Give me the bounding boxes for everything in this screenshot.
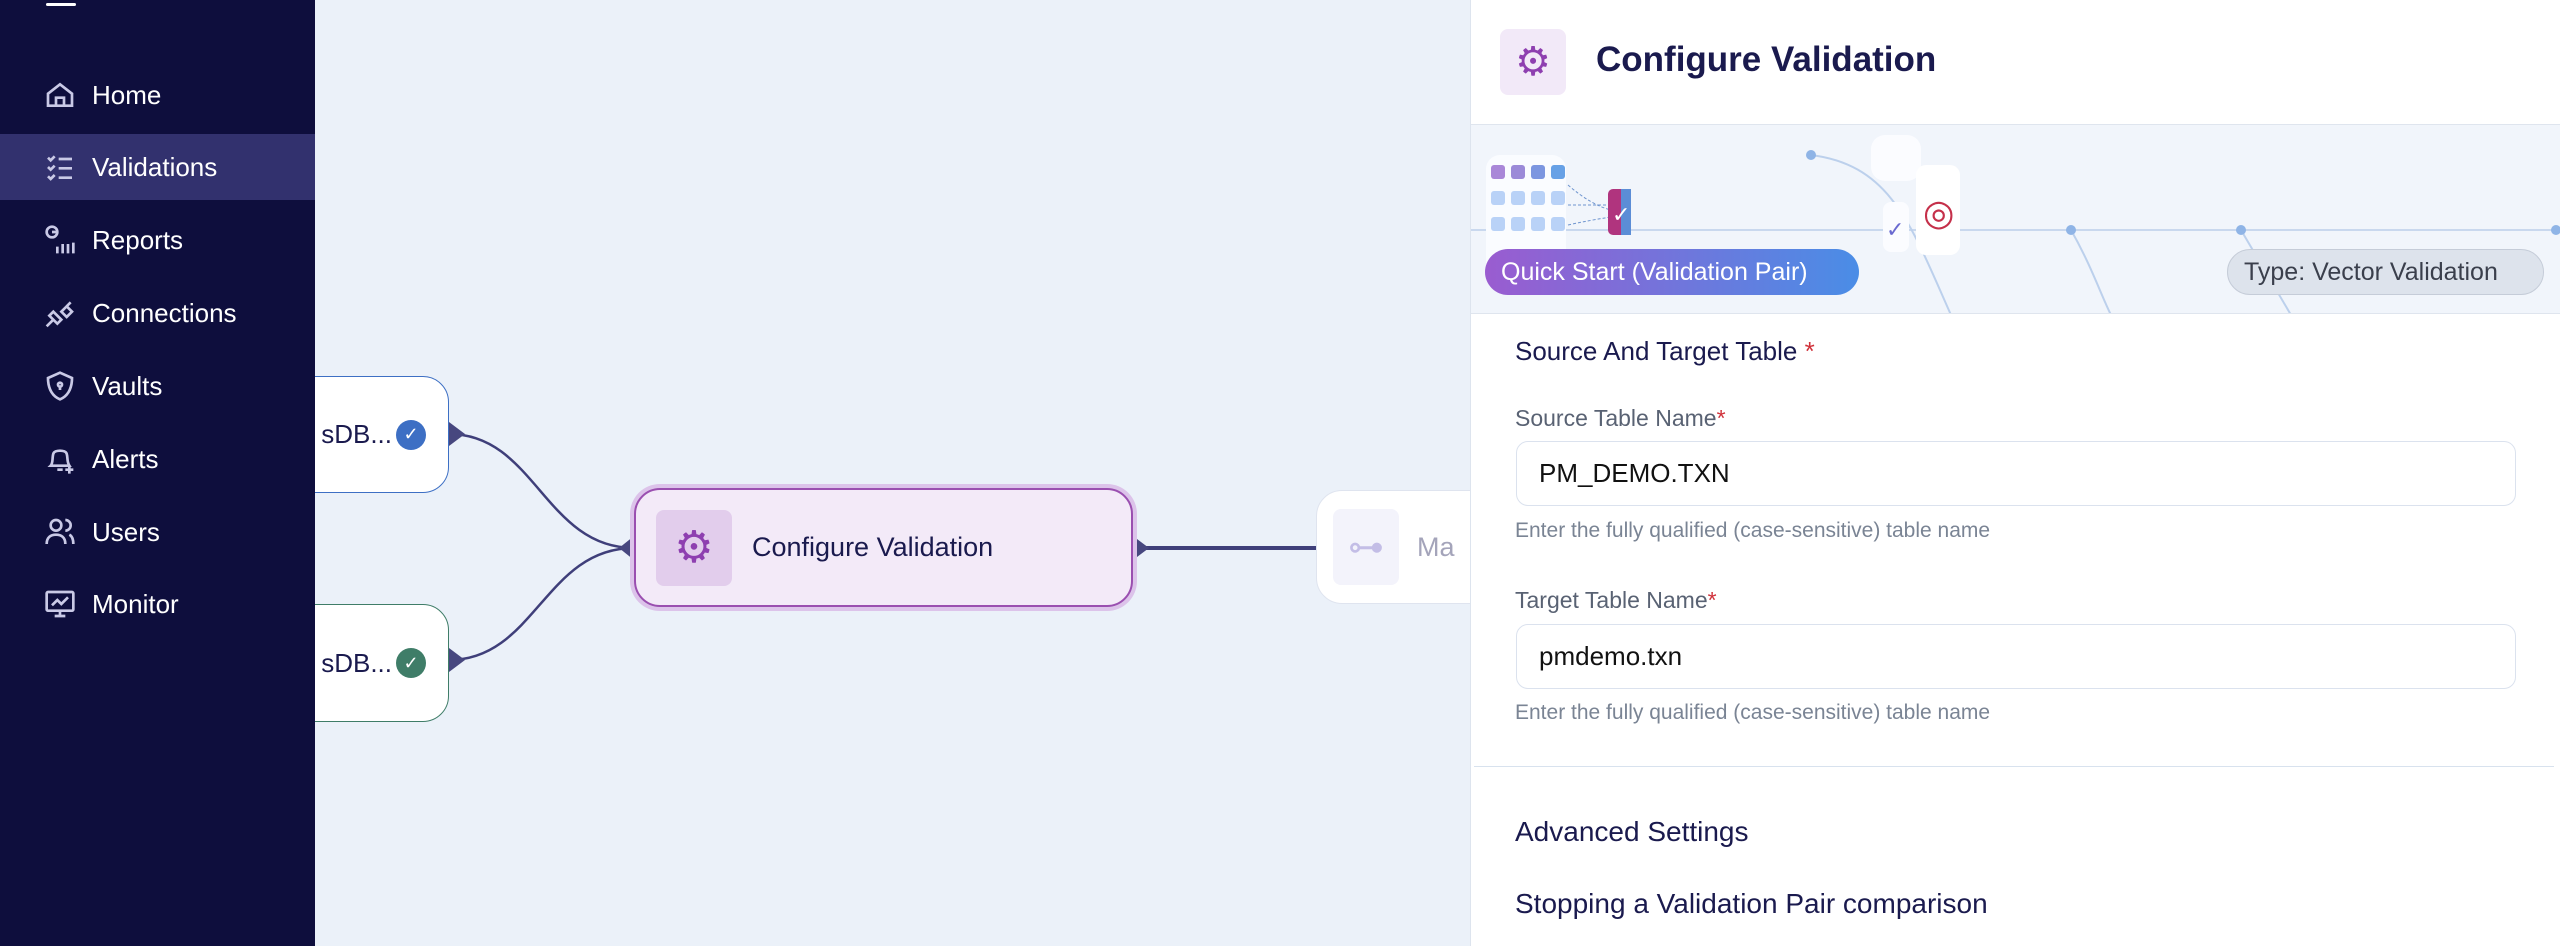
svg-text:✓: ✓: [1886, 217, 1904, 242]
flow-canvas[interactable]: sDB... ✓ sDB... ✓ ⚙ Configure Validation…: [315, 0, 1470, 946]
sidebar-item-validations[interactable]: Validations: [0, 134, 315, 200]
type-badge: Type: Vector Validation: [2227, 249, 2544, 295]
sidebar-item-reports[interactable]: Reports: [0, 207, 315, 273]
source-table-input[interactable]: [1516, 441, 2516, 506]
home-icon: [46, 82, 74, 107]
bell-plus-icon: [47, 449, 74, 474]
configure-validation-node[interactable]: ⚙ Configure Validation: [634, 488, 1133, 607]
sidebar-item-label: Validations: [92, 151, 218, 182]
edge-source: [448, 432, 635, 550]
node-label: sDB...: [321, 419, 392, 449]
target-table-label: Target Table Name*: [1515, 587, 1717, 613]
node-label: Configure Validation: [752, 532, 994, 562]
menu-icon[interactable]: [46, 0, 76, 12]
sidebar-item-label: Home: [92, 79, 162, 110]
stopping-comparison-toggle[interactable]: Stopping a Validation Pair comparison: [1515, 888, 1988, 919]
users-icon: [45, 518, 75, 545]
next-node[interactable]: ⊶ Ma: [1316, 490, 1470, 604]
hierarchy-icon: ⊶: [1333, 509, 1399, 585]
sidebar-item-label: Monitor: [92, 588, 179, 619]
sidebar-item-label: Vaults: [92, 370, 163, 401]
section-title: Source And Target Table *: [1515, 336, 1815, 366]
source-table-label: Source Table Name*: [1515, 405, 1726, 431]
divider: [1474, 766, 2554, 767]
sidebar-item-users[interactable]: Users: [0, 499, 315, 565]
banner: ✓ ✓ ◎ Quick Start (Validation Pair) Type…: [1471, 124, 2560, 314]
target-help-text: Enter the fully qualified (case-sensitiv…: [1515, 701, 1991, 724]
sidebar-item-home[interactable]: Home: [0, 62, 315, 128]
handle: [449, 422, 1332, 672]
target-table-input[interactable]: [1516, 624, 2516, 689]
check-circle-icon: ✓: [396, 648, 426, 678]
sidebar: Home Validations Reports Connections Vau…: [0, 0, 315, 946]
monitor-icon: [45, 590, 75, 618]
gear-icon: ⚙: [1500, 29, 1566, 95]
sidebar-item-alerts[interactable]: Alerts: [0, 426, 315, 492]
plug-icon: [45, 301, 74, 328]
node-label: sDB...: [321, 647, 392, 678]
sidebar-item-vaults[interactable]: Vaults: [0, 353, 315, 419]
fingerprint-icon: ◎: [1923, 192, 1954, 233]
sidebar-item-label: Connections: [92, 297, 237, 328]
sidebar-item-label: Reports: [92, 224, 184, 255]
flow-edges: [448, 422, 1332, 672]
quick-start-badge: Quick Start (Validation Pair): [1485, 249, 1859, 295]
target-node[interactable]: sDB... ✓: [315, 604, 449, 722]
shield-icon: [46, 371, 74, 401]
edge-target: [448, 546, 635, 662]
source-node[interactable]: sDB... ✓: [315, 376, 449, 493]
sidebar-item-label: Alerts: [92, 443, 159, 474]
checklist-icon: [47, 155, 72, 181]
sidebar-item-label: Users: [92, 516, 160, 547]
configure-validation-panel: ⚙ Configure Validation ✓ ✓ ◎ Quick Start…: [1470, 0, 2560, 946]
sidebar-item-monitor[interactable]: Monitor: [0, 571, 315, 637]
check-circle-icon: ✓: [396, 419, 426, 450]
advanced-settings-toggle[interactable]: Advanced Settings: [1515, 816, 1749, 847]
node-label: Ma: [1417, 531, 1455, 562]
source-help-text: Enter the fully qualified (case-sensitiv…: [1515, 519, 1991, 542]
reports-icon: [45, 225, 75, 254]
panel-title: Configure Validation: [1596, 40, 1937, 79]
svg-text:✓: ✓: [1612, 202, 1630, 227]
gear-icon: ⚙: [656, 509, 732, 586]
required-mark: *: [1804, 336, 1815, 366]
sidebar-item-connections[interactable]: Connections: [0, 280, 315, 346]
